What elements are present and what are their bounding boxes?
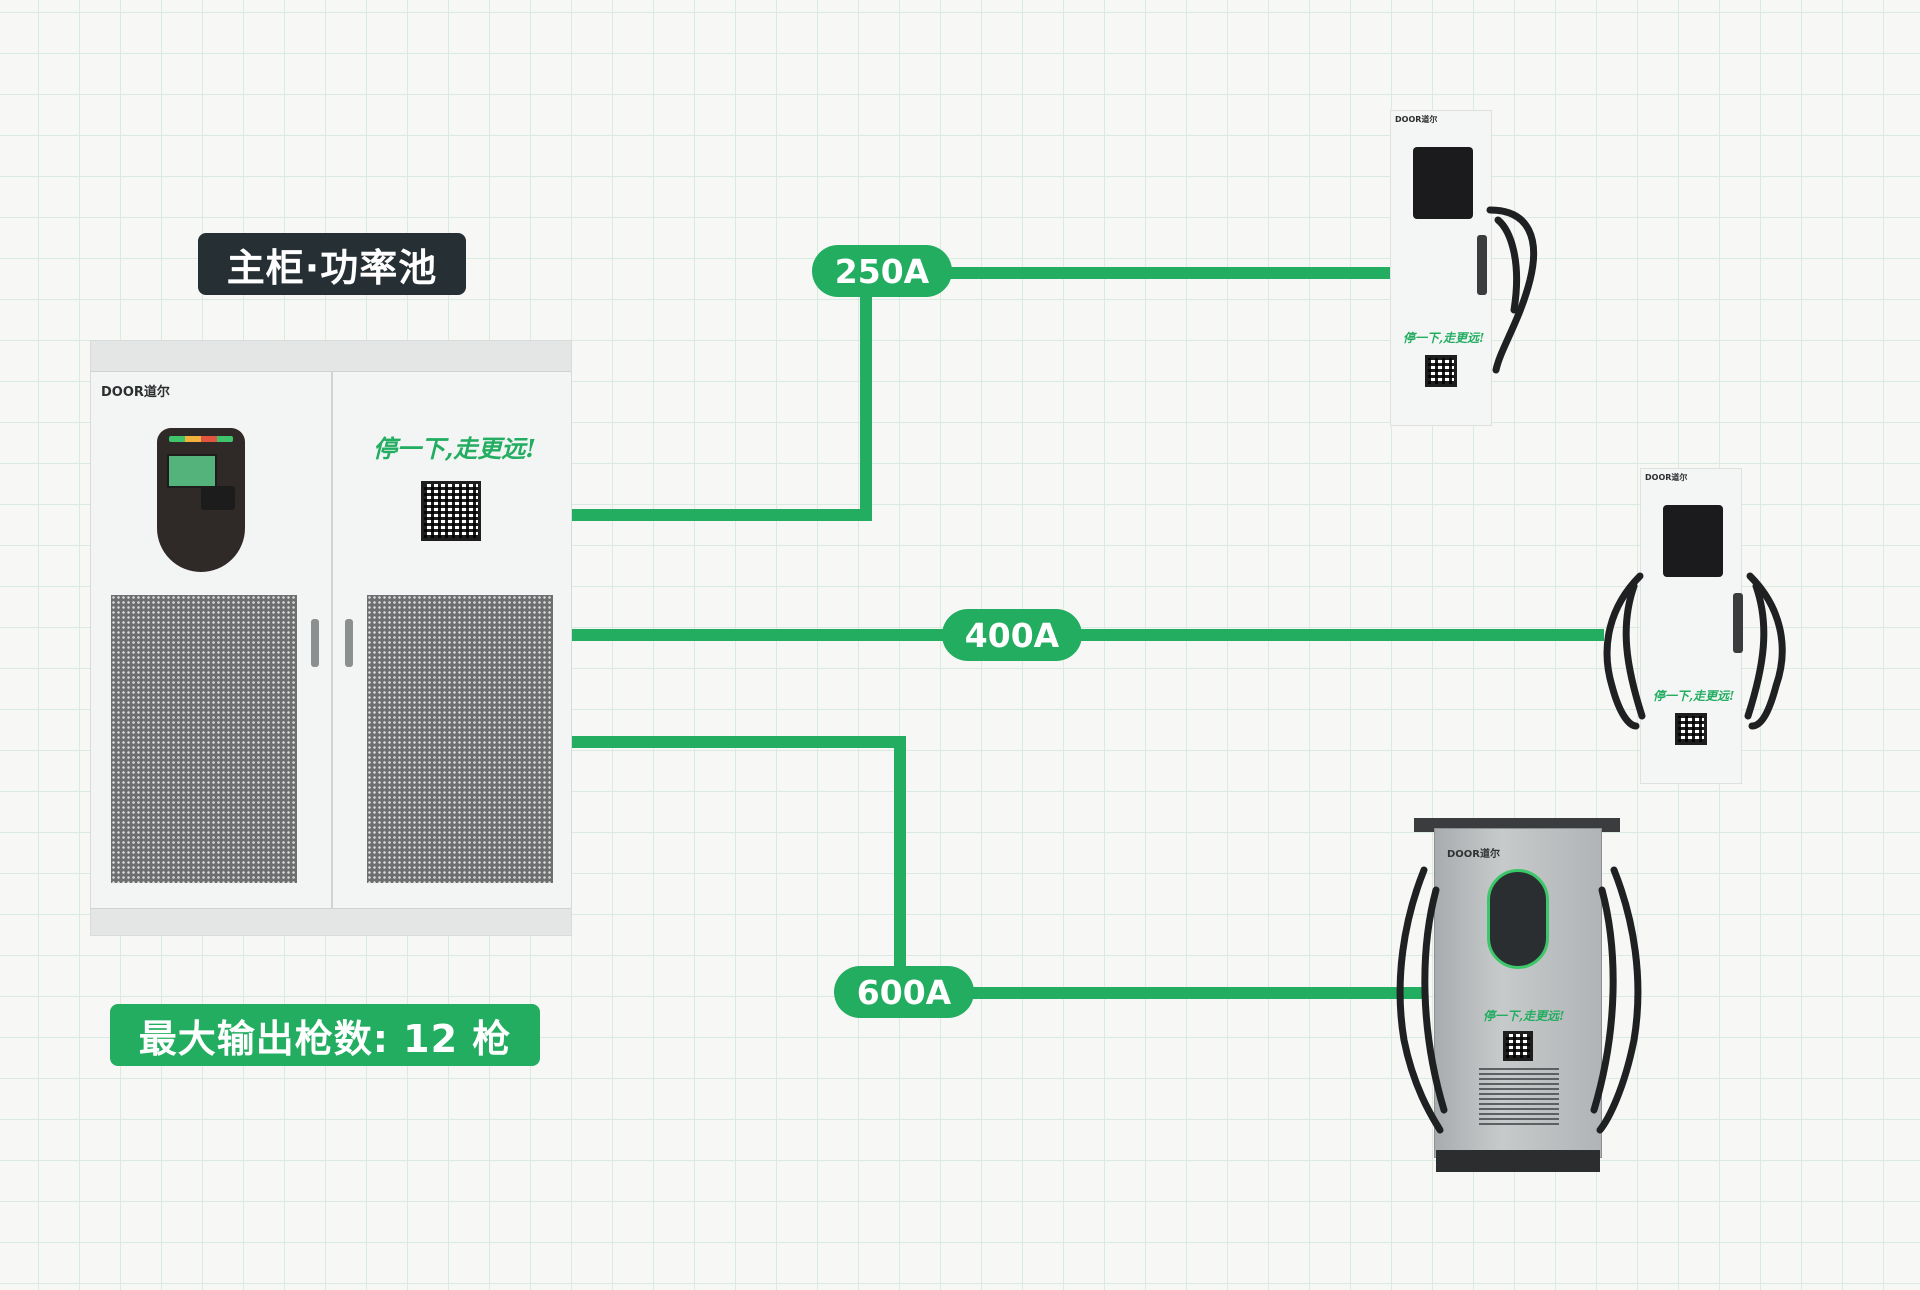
cabinet-qr-code (421, 481, 481, 541)
door-handle-right (345, 619, 353, 667)
door-handle-left (311, 619, 319, 667)
cabinet-base (91, 908, 571, 935)
hmi-screen (167, 454, 217, 488)
charger-qr-code (1675, 713, 1707, 745)
charger-post-400a: DOOR道尔 停一下,走更远! (1640, 468, 1743, 784)
power-pool-cabinet: DOOR道尔 停一下,走更远! (90, 340, 572, 936)
wire-600a (572, 736, 1424, 999)
charger-slogan: 停一下,走更远! (1653, 689, 1735, 703)
cabinet-vent-right (367, 595, 553, 883)
main-cabinet-label: 主柜·功率池 (198, 233, 466, 295)
charger-logo: DOOR道尔 (1645, 473, 1688, 482)
cabinet-hmi-panel (157, 428, 245, 572)
charger-cables-400a (1603, 572, 1786, 730)
status-leds (169, 436, 233, 442)
charger-logo: DOOR道尔 (1395, 115, 1438, 124)
charger-slogan: 停一下,走更远! (1483, 1009, 1565, 1023)
charger-cabinet-600a: DOOR道尔 停一下,走更远! (1434, 828, 1602, 1158)
charger-slogan: 停一下,走更远! (1403, 331, 1485, 345)
current-badge-250a: 250A (812, 245, 952, 297)
cabinet-logo: DOOR道尔 (101, 385, 170, 400)
current-badge-600a: 600A (834, 966, 974, 1018)
charger-post-250a: DOOR道尔 停一下,走更远! (1390, 110, 1492, 426)
charger-cables-600a (1396, 866, 1642, 1134)
charger-base-600a (1436, 1150, 1600, 1172)
current-badge-400a: 400A (942, 609, 1082, 661)
cabinet-door-split (331, 371, 333, 911)
charger-vent (1479, 1065, 1559, 1125)
charger-cable-250a (1486, 206, 1538, 374)
card-reader-pad (201, 486, 235, 510)
max-guns-label: 最大输出枪数: 12 枪 (110, 1004, 540, 1066)
gun-holster (1733, 593, 1743, 653)
charger-qr-code (1425, 355, 1457, 387)
charger-qr-code (1503, 1031, 1533, 1061)
charger-logo: DOOR道尔 (1447, 849, 1501, 860)
charger-screen (1663, 505, 1723, 577)
cabinet-slogan: 停一下,走更远! (373, 434, 536, 463)
cabinet-top-cap (91, 341, 571, 372)
charger-screen (1413, 147, 1473, 219)
charger-screen-bezel (1487, 869, 1549, 969)
gun-holster (1477, 235, 1487, 295)
cabinet-vent-left (111, 595, 297, 883)
wire-250a (572, 267, 1392, 521)
